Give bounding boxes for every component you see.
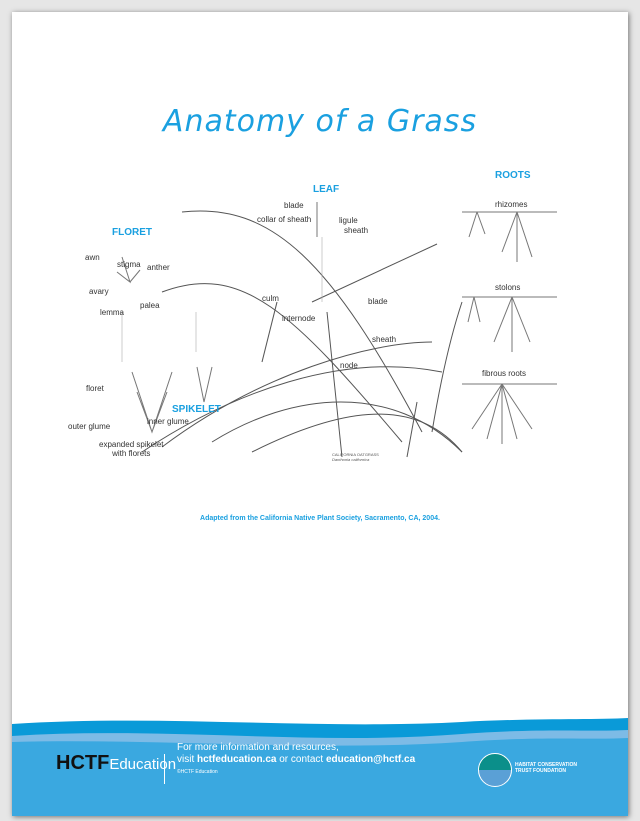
footer-line1: For more information and resources, xyxy=(177,742,339,753)
label-node: node xyxy=(340,361,358,370)
footer-wave xyxy=(12,718,628,816)
label-expanded-line2: with florets xyxy=(112,449,151,458)
label-avary: avary xyxy=(89,287,109,296)
label-palea: palea xyxy=(140,301,160,310)
floret-heading: FLORET xyxy=(112,227,152,238)
label-sheath: sheath xyxy=(372,335,397,344)
visit-text: visit xyxy=(177,754,197,765)
credit-line: Adapted from the California Native Plant… xyxy=(200,515,440,522)
roots-heading: ROOTS xyxy=(495,170,531,181)
email-link[interactable]: education@hctf.ca xyxy=(325,754,416,765)
partner-line1: HABITAT CONSERVATION xyxy=(515,762,578,768)
label-outer-glume: outer glume xyxy=(68,422,111,431)
label-leaf-blade: blade xyxy=(284,201,304,210)
label-lemma: lemma xyxy=(100,308,125,317)
copyright: ©HCTF Education xyxy=(177,769,218,775)
label-awn: awn xyxy=(85,253,100,262)
label-internode: internode xyxy=(282,314,316,323)
logo-hctf: HCTF xyxy=(56,752,110,774)
label-collar: collar of sheath xyxy=(257,215,312,224)
label-floret: floret xyxy=(86,384,104,393)
label-anther: anther xyxy=(147,263,170,272)
plant-name: CALIFORNIA OATGRASS xyxy=(332,452,379,457)
website-link[interactable]: hctfeducation.ca xyxy=(197,754,277,765)
hctf-education-logo[interactable]: HCTFEducation xyxy=(56,752,176,775)
label-rhizomes: rhizomes xyxy=(495,200,528,209)
label-stolons: stolons xyxy=(495,283,521,292)
spikelet-heading: SPIKELET xyxy=(172,404,221,415)
label-inner-glume: inner glume xyxy=(147,417,189,426)
or-text: or contact xyxy=(276,754,326,765)
partner-line2: TRUST FOUNDATION xyxy=(515,768,567,774)
page: Anatomy of a Grass FLORET LEAF SPIKELET … xyxy=(12,12,628,816)
label-culm: culm xyxy=(262,294,279,303)
label-stigma: stigma xyxy=(117,260,141,269)
footer-text: For more information and resources, visi… xyxy=(177,742,415,778)
label-ligule: ligule xyxy=(339,216,358,225)
label-leaf-sheath: sheath xyxy=(344,226,369,235)
footer-divider xyxy=(164,754,165,784)
label-inner-glume-text: inner glume xyxy=(147,417,189,426)
grass-illustration xyxy=(116,202,557,458)
plant-species: Danthonia californica xyxy=(332,457,370,462)
htcf-logo-icon xyxy=(478,753,512,787)
label-fibrous-roots: fibrous roots xyxy=(482,369,527,378)
footer-line2: visit hctfeducation.ca or contact educat… xyxy=(177,754,415,766)
label-expanded-line1: expanded spikelet xyxy=(99,440,164,449)
page-title: Anatomy of a Grass xyxy=(162,104,478,139)
label-blade: blade xyxy=(368,297,388,306)
logo-education: Education xyxy=(109,756,177,773)
leaf-heading: LEAF xyxy=(313,184,340,195)
